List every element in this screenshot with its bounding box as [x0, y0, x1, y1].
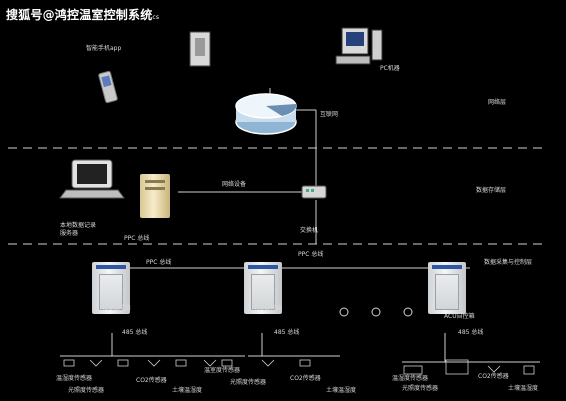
sensor-soil-3: 土壤温湿度 [508, 385, 539, 392]
control-layer-label: 数据采集与控制层 [484, 259, 533, 266]
sensor-light-1: 光照度传感器 [68, 387, 105, 394]
controller-label-1: ACU自控箱 [100, 305, 131, 312]
smartphone-icon [98, 70, 118, 104]
controller-cabinet-2 [244, 262, 282, 314]
gateway-label: 网络设备 [222, 181, 247, 188]
rs485-label-1: 485 总线 [122, 329, 148, 336]
sensor-soil-1: 土壤温湿度 [172, 387, 203, 394]
round-indicators [339, 307, 413, 317]
server-tower-icon [140, 174, 170, 218]
controller-cabinet-3 [428, 262, 466, 314]
switch-icon [301, 185, 327, 199]
rs485-label-3: 485 总线 [458, 329, 484, 336]
sensor-light-2: 光照度传感器 [230, 379, 267, 386]
local-server-label: 本地数据记录 服务器 [60, 222, 97, 237]
pc-icon [335, 27, 383, 65]
controller-label-3: ACU自控箱 [444, 313, 475, 320]
controller-label-2: ACS自控箱 [252, 305, 282, 312]
sensor-temp-humidity-1: 温湿度传感器 [56, 375, 93, 382]
controller-bus-label: PPC 总线 [146, 259, 172, 266]
sensor-temp-humidity-3: 温湿度传感器 [392, 375, 429, 382]
sensor-co2-1: CO2传感器 [136, 377, 167, 384]
sensor-soil-2: 土壤温湿度 [326, 387, 357, 394]
sensor-glyphs [63, 359, 535, 375]
hub-bus-label: PPC 总线 [124, 235, 150, 242]
storage-layer-label: 数据存储层 [476, 187, 507, 194]
server-label: 互联网 [320, 111, 339, 118]
sensor-light-3: 光照度传感器 [402, 385, 439, 392]
monitor-icon [59, 159, 125, 199]
rs485-label-2: 485 总线 [274, 329, 300, 336]
switch-label: 交换机 [300, 227, 319, 234]
network-layer-label: 网络层 [488, 99, 507, 106]
sensor-co2-3: CO2传感器 [478, 373, 509, 380]
watermark: 搜狐号@鸿控温室控制系统cs [6, 8, 160, 22]
ppc-bus-label: PPC 总线 [298, 251, 324, 258]
pc-label: PC机器 [380, 65, 400, 72]
database-disk-icon [235, 93, 297, 135]
controller-cabinet-1 [92, 262, 130, 314]
phone-label: 智能手机app [86, 45, 122, 52]
sensor-temp-humidity-2: 温室度传感器 [204, 367, 241, 374]
wall-panel-icon [189, 31, 211, 67]
sensor-co2-2: CO2传感器 [290, 375, 321, 382]
